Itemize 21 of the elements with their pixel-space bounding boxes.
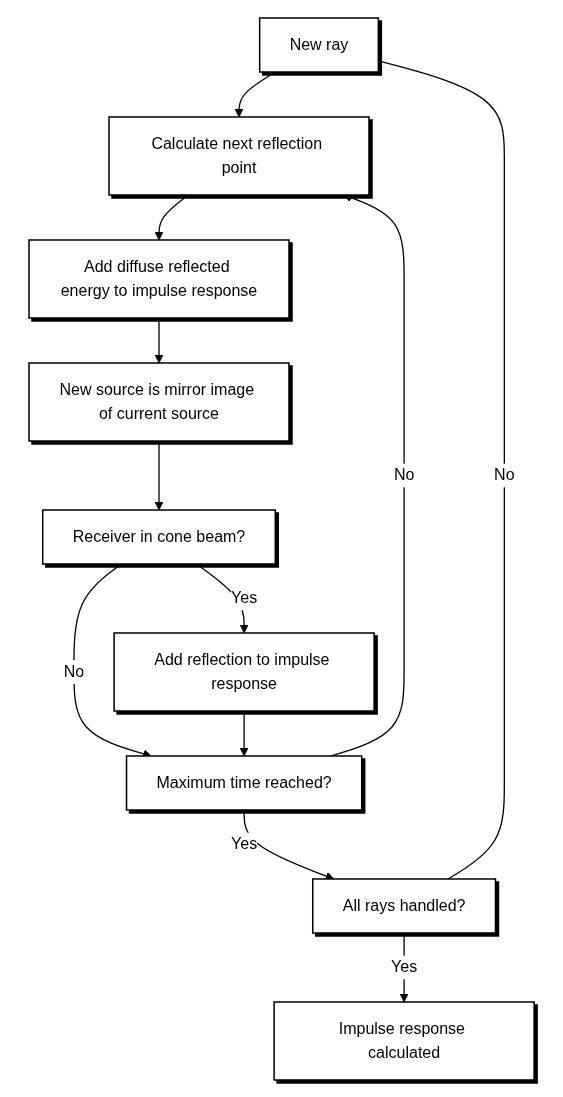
edge-label: No: [393, 465, 415, 483]
arrow: [154, 439, 164, 510]
edge-label: Yes: [390, 957, 418, 975]
arrow: [154, 193, 189, 240]
arrow: [234, 70, 276, 117]
edge-label: Yes: [230, 588, 258, 606]
node-box: New source is mirror image of current source: [28, 361, 290, 442]
node-box: New ray: [258, 16, 380, 73]
node-box: Add diffuse reflected energy to impulse response: [28, 238, 290, 319]
node-box: Maximum time reached?: [125, 754, 363, 811]
edge-label: No: [63, 662, 85, 680]
arrow: [154, 316, 164, 363]
node-box: Add reflection to impulse response: [113, 631, 375, 712]
edge-label: Yes: [230, 834, 258, 852]
node-box: Receiver in cone beam?: [41, 508, 276, 565]
arrow: [243, 808, 335, 880]
arrow: [239, 709, 249, 756]
node-box: All rays handled?: [311, 877, 497, 934]
node-box: Calculate next reflection point: [108, 115, 370, 196]
edge-label: No: [494, 465, 515, 483]
node-box: Impulse response calculated: [273, 1000, 535, 1081]
